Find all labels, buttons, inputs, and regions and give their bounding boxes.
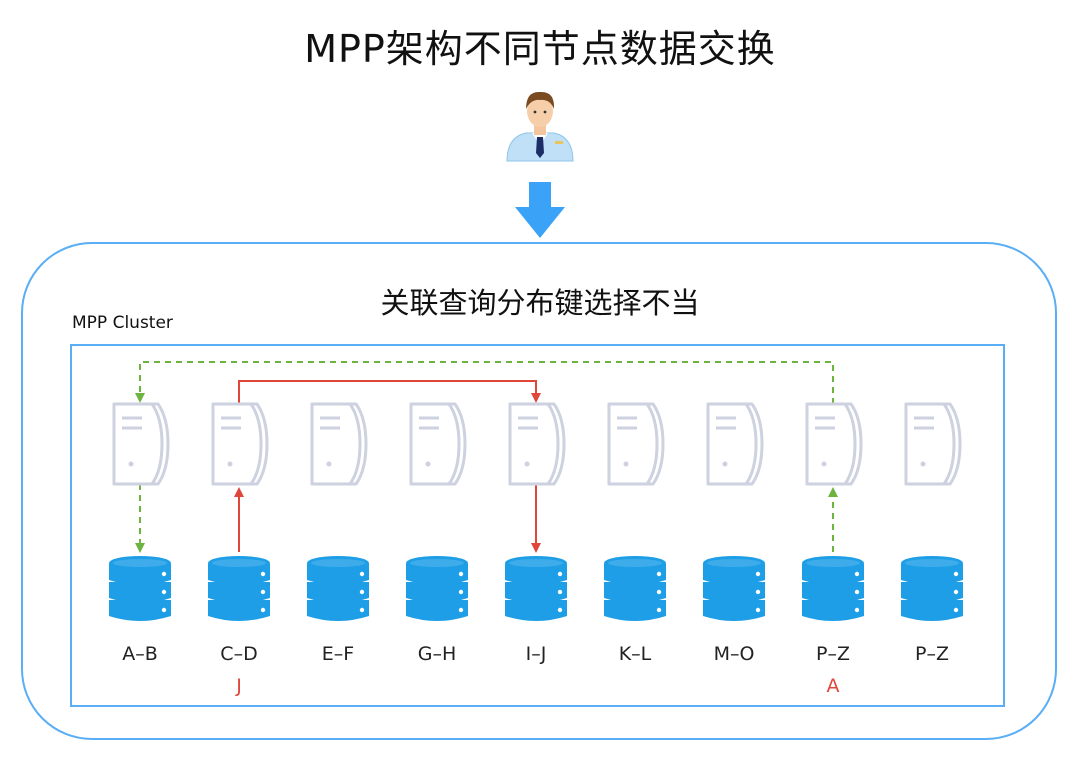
range-label: M–O [714,643,755,665]
cluster-box [70,344,1005,707]
cluster-label: MPP Cluster [72,313,173,333]
user-avatar-icon [506,91,574,162]
database-icon [208,556,270,621]
page-title: MPP架构不同节点数据交换 [304,27,776,71]
range-label: P–Z [915,643,949,665]
database-icon [604,556,666,621]
down-arrow-icon [515,182,565,238]
database-icon [802,556,864,621]
range-label: G–H [418,643,457,665]
database-icon [901,556,963,621]
database-icon [307,556,369,621]
range-label: E–F [322,643,354,665]
range-label: A–B [122,643,158,665]
flow-layer [135,361,838,553]
green-flow-a [135,361,838,553]
range-label: K–L [619,643,652,665]
range-label: I–J [526,643,547,665]
server-icon [211,402,269,486]
join-key-label: J [235,675,242,697]
server-icon [409,402,467,486]
red-flow-j [234,380,541,553]
database-icon [505,556,567,621]
server-icon [706,402,764,486]
range-label: P–Z [816,643,850,665]
server-icon [310,402,368,486]
server-icon [112,402,170,486]
server-icon [508,402,566,486]
outer-container [21,242,1057,740]
server-icon [805,402,863,486]
database-icon [406,556,468,621]
database-icon [703,556,765,621]
database-icon [109,556,171,621]
join-key-label: A [827,675,840,697]
range-label: C–D [220,643,257,665]
diagram-title: 关联查询分布键选择不当 [380,286,700,320]
server-icon [904,402,962,486]
server-icon [607,402,665,486]
node-layer: A–B C–D J E–F G–H I–J K–L M–O P–Z A P–Z [109,402,963,697]
